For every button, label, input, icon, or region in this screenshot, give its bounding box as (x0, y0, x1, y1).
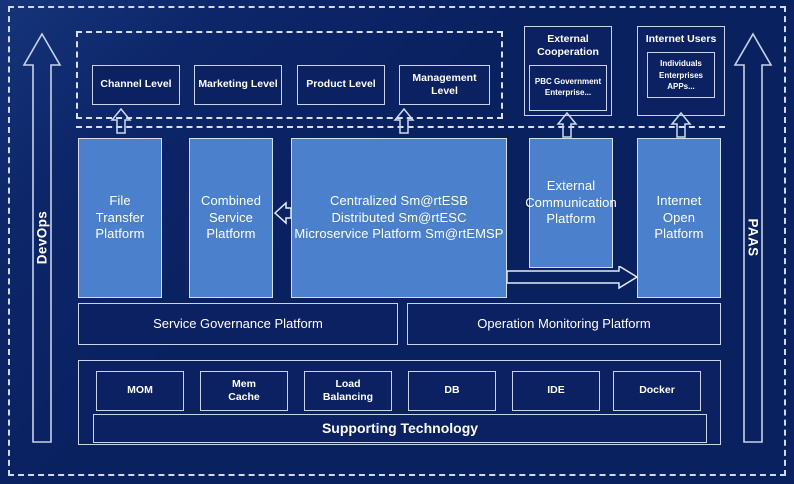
platform-line: Platform (654, 226, 704, 242)
governance-label: Operation Monitoring Platform (477, 315, 651, 331)
platform-line: Platform (95, 226, 145, 242)
tech-label: Mem (232, 377, 256, 390)
business-level-label: Marketing Level (198, 78, 278, 91)
internet-users-detail: Individuals Enterprises APPs... (647, 52, 715, 99)
paas-arrow-shape (733, 32, 773, 443)
external-communication-platform-box[interactable]: External Communication Platform (525, 138, 617, 268)
internet-users-title: Internet Users (645, 33, 717, 45)
internet-open-platform-box[interactable]: Internet Open Platform (637, 138, 721, 298)
platform-line: Platform (546, 211, 596, 227)
tech-box-mom[interactable]: MOM (96, 371, 184, 411)
tech-box-docker[interactable]: Docker (613, 371, 701, 411)
business-level-box-channel[interactable]: Channel Level (92, 65, 180, 105)
integration-platform-box[interactable]: Centralized Sm@rtESB Distributed Sm@rtES… (291, 138, 507, 298)
business-levels-group (76, 31, 503, 119)
external-cooperation-detail: PBC Government Enterprise... (529, 65, 607, 112)
right-arrow-integration-to-internet-open (506, 264, 639, 297)
governance-label: Service Governance Platform (153, 315, 323, 331)
tech-box-load-balancing[interactable]: Load Balancing (304, 371, 392, 411)
business-level-box-product[interactable]: Product Level (297, 65, 385, 105)
tech-label: Cache (228, 391, 260, 403)
platform-line: Microservice Platform Sm@rtEMSP (294, 226, 504, 242)
tech-label: Balancing (322, 391, 374, 403)
platform-line: Transfer (95, 209, 145, 225)
devops-arrow: DevOps (22, 32, 62, 444)
paas-arrow-label: PAAS (745, 218, 761, 257)
tech-label: MOM (127, 384, 153, 397)
left-arrow-integration-to-combined (273, 200, 292, 231)
external-cooperation-box[interactable]: External Cooperation PBC Government Ente… (524, 26, 612, 116)
platform-line: Centralized Sm@rtESB (329, 193, 469, 209)
paas-arrow: PAAS (733, 32, 773, 444)
platform-line: File (109, 193, 131, 209)
operation-monitoring-platform-box[interactable]: Operation Monitoring Platform (407, 303, 721, 345)
up-arrow-internet-open (670, 112, 692, 138)
business-level-label: Management Level (412, 71, 477, 97)
platform-line: Open (662, 209, 696, 225)
tech-box-mem-cache[interactable]: Mem Cache (200, 371, 288, 411)
platform-line: Combined (200, 193, 262, 209)
up-arrow-integration-platform (393, 108, 415, 134)
tech-label: DB (444, 384, 460, 397)
internet-users-box[interactable]: Internet Users Individuals Enterprises A… (637, 26, 725, 116)
tech-box-db[interactable]: DB (408, 371, 496, 411)
combined-service-platform-box[interactable]: Combined Service Platform (189, 138, 273, 298)
tech-label: Load (335, 377, 361, 390)
tech-label: IDE (547, 384, 565, 397)
platform-line: External (546, 178, 596, 194)
business-level-box-marketing[interactable]: Marketing Level (194, 65, 282, 105)
platform-line: Internet (656, 193, 702, 209)
outer-dashed-frame (8, 6, 786, 476)
platform-line: Communication (525, 194, 617, 210)
supporting-technology-label: Supporting Technology (321, 419, 479, 436)
platform-line: Distributed Sm@rtESC (331, 209, 467, 225)
business-level-label: Product Level (306, 78, 376, 91)
platform-line: Platform (206, 226, 256, 242)
tech-box-ide[interactable]: IDE (512, 371, 600, 411)
devops-arrow-label: DevOps (34, 210, 50, 265)
platform-line: Service (208, 209, 254, 225)
up-arrow-external-communication (556, 112, 578, 138)
up-arrow-file-transfer (110, 108, 132, 134)
supporting-technology-banner: Supporting Technology (93, 414, 707, 443)
devops-arrow-shape (22, 32, 62, 443)
business-level-label: Channel Level (100, 78, 172, 91)
external-cooperation-title: External Cooperation (537, 33, 599, 59)
tech-label: Docker (639, 384, 675, 397)
business-level-box-management[interactable]: Management Level (399, 65, 490, 105)
service-governance-platform-box[interactable]: Service Governance Platform (78, 303, 398, 345)
file-transfer-platform-box[interactable]: File Transfer Platform (78, 138, 162, 298)
